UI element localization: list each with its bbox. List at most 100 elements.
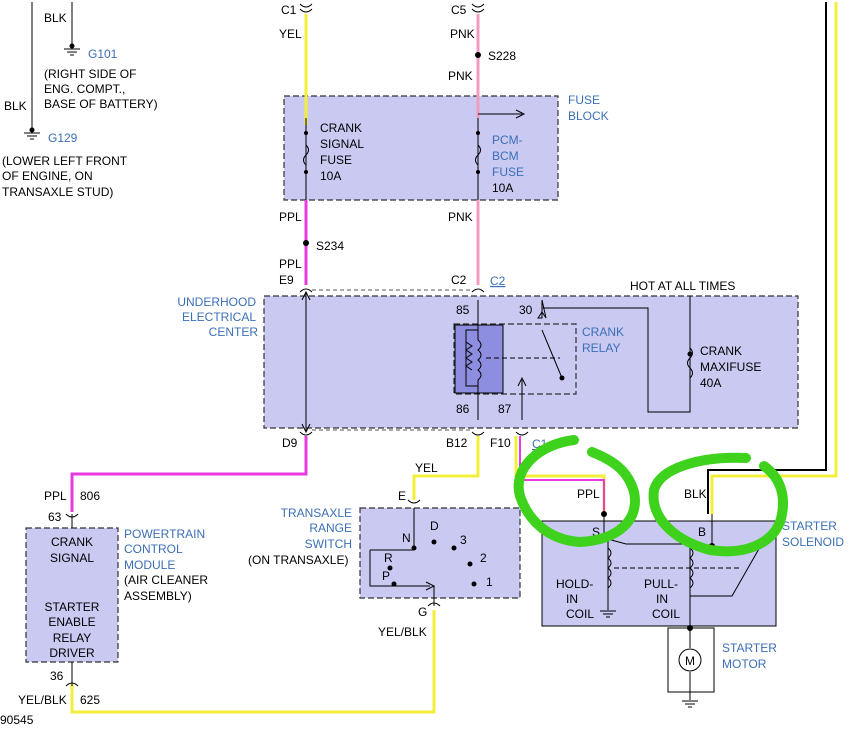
- connector-c5-top: C5: [451, 3, 467, 17]
- crank-fuse-label-1: CRANK: [320, 121, 362, 135]
- connector-e-trs: E: [398, 489, 406, 503]
- g129-wire-label: BLK: [4, 99, 27, 113]
- pcm-pin-63: 63: [48, 510, 62, 524]
- wire-label-pnk-fuse: PNK: [448, 210, 473, 224]
- crank-fuse-label-3: FUSE: [320, 153, 352, 167]
- pcm-title-5: ASSEMBLY): [124, 589, 192, 603]
- trs-switch-contacts: [369, 508, 477, 606]
- pcm-title-2: CONTROL: [124, 542, 183, 556]
- wire-ppl-to-solenoid: [519, 436, 605, 512]
- relay-pin-87: 87: [498, 402, 512, 416]
- circuit-625: 625: [80, 693, 100, 707]
- pcm-pin-36: 36: [50, 669, 64, 683]
- fuse-block-title-1: FUSE: [568, 93, 600, 107]
- pull-in-coil-label-1: PULL-: [644, 577, 678, 591]
- relay-internals: [465, 299, 565, 420]
- trs-title-3: SWITCH: [305, 537, 352, 551]
- wire-label-pnk-mid: PNK: [448, 69, 473, 83]
- maxifuse-amp: 40A: [700, 376, 721, 390]
- motor-symbol-label: M: [685, 654, 695, 668]
- connector-e9: E9: [279, 273, 294, 287]
- g101-desc-3: BASE OF BATTERY): [44, 97, 158, 111]
- trs-title-2: RANGE: [309, 521, 352, 535]
- connector-g-trs: G: [418, 605, 427, 619]
- pcm-starter-label: STARTER: [45, 600, 100, 614]
- relay-pin-30: 30: [519, 303, 533, 317]
- wire-label-yel-blk-625: YEL/BLK: [18, 693, 67, 707]
- connector-f10: F10: [490, 436, 511, 450]
- splice-s228: S228: [488, 49, 516, 63]
- wire-label-yel-blk-g: YEL/BLK: [378, 625, 427, 639]
- uec-hot-at-all-times: HOT AT ALL TIMES: [630, 279, 735, 293]
- pcm-fuse-label-2: BCM: [492, 149, 519, 163]
- wire-label-blk-solenoid: BLK: [684, 487, 707, 501]
- hold-in-coil-label-2: IN: [566, 592, 578, 606]
- trs-box: [359, 507, 521, 599]
- pcm-signal-label: SIGNAL: [50, 551, 94, 565]
- starter-motor-housing: [667, 627, 715, 693]
- g101-desc-2: ENG. COMPT.,: [44, 82, 125, 96]
- trs-pos-3: 3: [460, 533, 467, 547]
- wire-label-yel-trs: YEL: [415, 461, 438, 475]
- top-connectors: C1 C5: [281, 3, 485, 17]
- hold-in-coil-label-3: COIL: [566, 607, 594, 621]
- wire-yellow-b12: [412, 436, 480, 500]
- starter-motor-label-2: MOTOR: [722, 657, 767, 671]
- wire-blk-battery: [707, 2, 827, 514]
- uec-title-1: UNDERHOOD: [177, 295, 256, 309]
- trs-pos-p: P: [382, 569, 390, 583]
- wire-yellow-battery: [710, 2, 838, 514]
- pcm-title-4: (AIR CLEANER: [124, 573, 208, 587]
- trs-title-1: TRANSAXLE: [281, 506, 352, 520]
- g129-desc-2: OF ENGINE, ON: [2, 169, 93, 183]
- uec-title-2: ELECTRICAL: [182, 310, 256, 324]
- maxifuse-label-2: MAXIFUSE: [700, 360, 761, 374]
- hold-in-coil-label-1: HOLD-: [556, 577, 593, 591]
- pcm-box: [25, 527, 119, 663]
- wire-label-pnk-top: PNK: [450, 27, 475, 41]
- pcm-fuse-label-1: PCM-: [492, 133, 523, 147]
- starter-motor-label-1: STARTER: [722, 641, 777, 655]
- connector-b12: B12: [446, 436, 468, 450]
- pcm-title-1: POWERTRAIN: [124, 527, 205, 541]
- wire-label-yel-top: YEL: [279, 27, 302, 41]
- circuit-806: 806: [80, 489, 100, 503]
- pcm-relay-label: RELAY: [53, 631, 91, 645]
- pull-in-coil-label-3: COIL: [652, 607, 680, 621]
- trs-pos-r: R: [384, 551, 393, 565]
- g101-id: G101: [88, 47, 118, 61]
- crank-relay-label-2: RELAY: [582, 341, 620, 355]
- solenoid-term-b: B: [698, 525, 706, 539]
- figure-id: 90545: [0, 713, 34, 727]
- relay-pin-85: 85: [456, 303, 470, 317]
- connector-c2-link[interactable]: C2: [490, 274, 506, 288]
- connector-c2: C2: [451, 273, 467, 287]
- green-annotation-circle-s: [513, 435, 640, 548]
- wire-label-ppl-solenoid: PPL: [577, 487, 600, 501]
- pcm-enable-label: ENABLE: [48, 615, 95, 629]
- trs-pos-1: 1: [486, 575, 493, 589]
- maxifuse-label-1: CRANK: [700, 344, 742, 358]
- relay-pin-86: 86: [456, 402, 470, 416]
- pcm-fuse-label-3: FUSE: [492, 165, 524, 179]
- crank-fuse-amp: 10A: [320, 169, 341, 183]
- solenoid-term-s: S: [592, 525, 600, 539]
- fuse-block-box: [283, 95, 559, 201]
- uec-title-3: CENTER: [209, 325, 259, 339]
- pcm-title-3: MODULE: [124, 558, 175, 572]
- g129-id: G129: [48, 131, 78, 145]
- wire-yellow-625: [70, 610, 436, 714]
- hot-feed-wire: [541, 296, 691, 413]
- pcm-fuse-amp: 10A: [492, 181, 513, 195]
- pcm-driver-label: DRIVER: [49, 646, 95, 660]
- crank-relay-label-1: CRANK: [582, 325, 624, 339]
- connector-d9: D9: [282, 436, 298, 450]
- g129-desc-3: TRANSAXLE STUD): [2, 185, 113, 199]
- trs-pos-2: 2: [480, 551, 487, 565]
- solenoid-internals: [600, 514, 767, 631]
- wire-label-ppl-806: PPL: [44, 489, 67, 503]
- solenoid-title-1: STARTER: [782, 519, 837, 533]
- wire-label-ppl-fuse: PPL: [279, 210, 302, 224]
- solenoid-title-2: SOLENOID: [782, 535, 844, 549]
